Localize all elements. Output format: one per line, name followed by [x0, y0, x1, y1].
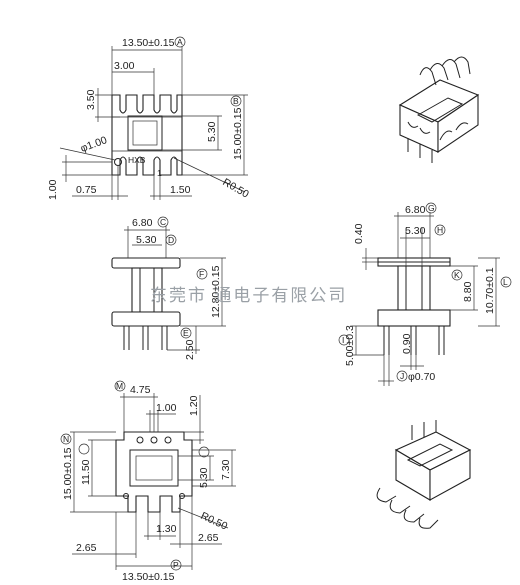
front-view: 6.80 C 5.30 D 12.80±0.15 F 2.50 E	[111, 216, 226, 360]
ref-e: E	[183, 328, 189, 338]
dim-pitch: 3.00	[114, 60, 135, 72]
dim-pin-dia: φ1.00	[79, 134, 109, 155]
dim-pin-length: 2.50	[184, 339, 196, 360]
dim-slot-width: 1.00	[156, 402, 177, 414]
bottom-view: 4.75 M 1.00 1.20 15.00±0.15 N 11.50 5.30	[60, 380, 236, 583]
dim-slot-depth: 3.50	[85, 89, 97, 110]
dim-height: 12.80±0.15	[210, 265, 222, 318]
iso-view-top	[398, 56, 480, 163]
dim-window: 5.30	[206, 121, 218, 142]
ref-b: B	[233, 96, 239, 106]
dim-flange-thk: 0.40	[353, 223, 365, 244]
dim-core-width: 5.30	[405, 225, 426, 237]
dim-pin-offset-x: 0.75	[76, 184, 97, 196]
dim-top-offset: 4.75	[130, 384, 151, 396]
ref-a: A	[177, 37, 183, 47]
ref-c: C	[160, 217, 166, 227]
dim-pin-offset-y: 1.00	[47, 179, 59, 200]
dim-flange-width: 6.80	[132, 217, 153, 229]
dim-pin-length: 5.00±0.3	[344, 325, 356, 366]
watermark: 东莞市 通电子有限公司	[150, 286, 347, 306]
dim-winding-height: 8.80	[462, 281, 474, 302]
dim-height: 15.00±0.15	[62, 447, 74, 500]
iso-view-bottom	[376, 420, 472, 529]
dim-offset-right: 2.65	[198, 532, 219, 544]
ref-n: N	[63, 434, 69, 444]
top-view: HXB 1 13.50±0.15 A 3.00 3.50 15.00±0.15 …	[47, 36, 251, 201]
marking-model: HXB	[128, 155, 146, 165]
dim-radius: R0.50	[199, 510, 230, 533]
dim-core-width: 5.30	[136, 234, 157, 246]
dim-window-outer: 7.30	[220, 459, 232, 480]
ref-l: L	[503, 277, 508, 287]
dim-pin-spacing: 1.30	[156, 523, 177, 535]
ref-p: P	[173, 560, 179, 570]
dim-radius: R0.50	[221, 176, 251, 200]
marking-pin: 1	[157, 168, 162, 178]
dim-total-height: 10.70±0.1	[484, 267, 496, 314]
dim-flange-width: 6.80	[405, 204, 426, 216]
ref-g: G	[428, 203, 435, 213]
ref-m: M	[116, 381, 123, 391]
dim-width: 13.50±0.15	[122, 37, 175, 49]
ref-h: H	[437, 225, 443, 235]
ref-f: F	[199, 269, 204, 279]
ref-k: K	[454, 270, 460, 280]
dim-height: 15.00±0.15	[232, 107, 244, 160]
dim-pin-dia: φ0.70	[408, 371, 435, 383]
dim-pin-thk: 0.90	[401, 333, 413, 354]
dim-pin-spacing: 1.50	[170, 184, 191, 196]
ref-j: J	[400, 371, 404, 381]
ref-d: D	[168, 235, 174, 245]
dim-inner-height: 11.50	[80, 459, 92, 485]
dim-width: 13.50±0.15	[122, 571, 175, 583]
side-view: 6.80 G 5.30 H 0.40 8.80 K 10.70±0.1 L 5	[338, 202, 512, 386]
dim-offset-left: 2.65	[76, 542, 97, 554]
ref-i: I	[342, 335, 344, 345]
dim-window: 5.30	[198, 467, 210, 488]
dim-slot-depth: 1.20	[188, 395, 200, 416]
